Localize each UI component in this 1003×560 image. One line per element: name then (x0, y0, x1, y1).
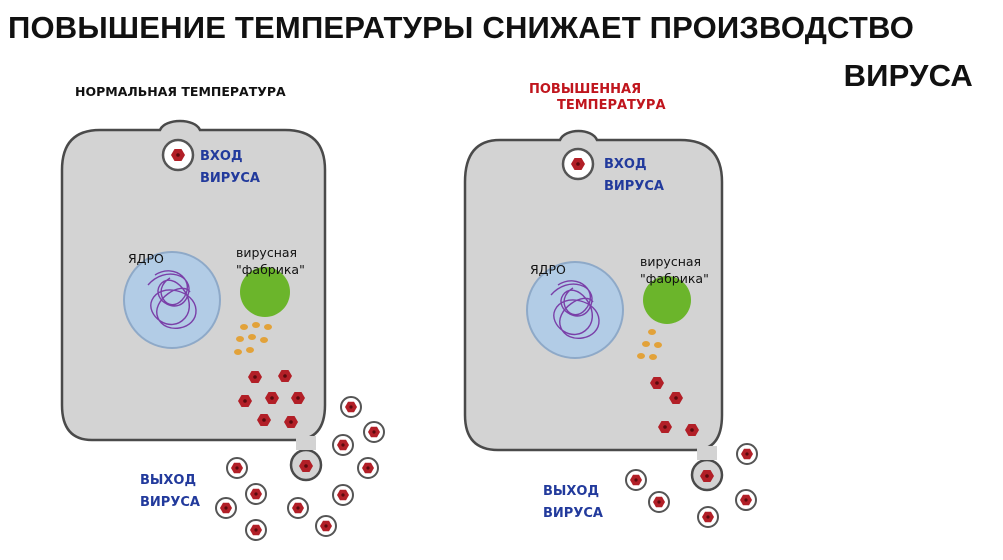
factory-line1-high: вирусная (640, 254, 702, 269)
virus-exit-line2: ВИРУСА (140, 495, 200, 510)
title-line-2: ВИРУСА (843, 58, 973, 93)
dna-tangle-high (550, 280, 600, 339)
nucleus-high (526, 261, 624, 359)
title-line-1: ПОВЫШЕНИЕ ТЕМПЕРАТУРЫ СНИЖАЕТ ПРОИЗВОДСТ… (8, 10, 915, 45)
factory-label-normal: вирусная "фабрика" (236, 244, 305, 278)
nucleus-normal (123, 251, 221, 349)
nucleus-label-high: ЯДРО (530, 262, 566, 277)
virus-entry-line2: ВИРУСА (200, 171, 260, 186)
virus-entry-vesicle-normal (161, 138, 195, 172)
viral-factory-high (643, 276, 691, 324)
cell-normal (60, 119, 385, 541)
condition-label-high: ПОВЫШЕННАЯ ТЕМПЕРАТУРА (529, 82, 666, 114)
factory-label-high: вирусная "фабрика" (640, 253, 709, 287)
viral-factory-normal (240, 267, 290, 317)
assembly-dots-high (637, 329, 662, 360)
virus-entry-label-high: ВХОД ВИРУСА (604, 154, 664, 198)
nucleus-label-normal: ЯДРО (128, 251, 164, 266)
dna-tangle-normal (147, 270, 197, 329)
virus-entry-line1-high: ВХОД (604, 157, 647, 172)
condition-high-line1: ПОВЫШЕННАЯ (529, 82, 642, 97)
assembly-dots-normal (234, 322, 272, 355)
virus-entry-line2-high: ВИРУСА (604, 179, 664, 194)
factory-line1: вирусная (236, 245, 298, 260)
virus-entry-line1: ВХОД (200, 149, 243, 164)
cell-high-temp (463, 129, 758, 528)
virus-exit-line2-high: ВИРУСА (543, 506, 603, 521)
factory-line2-high: "фабрика" (640, 271, 709, 286)
virus-entry-vesicle-high (561, 147, 595, 181)
factory-line2: "фабрика" (236, 262, 305, 277)
condition-high-line2: ТЕМПЕРАТУРА (557, 98, 666, 113)
virus-exit-label-high: ВЫХОД ВИРУСА (543, 481, 603, 525)
condition-label-normal: НОРМАЛЬНАЯ ТЕМПЕРАТУРА (75, 84, 286, 99)
virus-exit-line1: ВЫХОД (140, 473, 197, 488)
virus-entry-label-normal: ВХОД ВИРУСА (200, 146, 260, 190)
virus-exit-label-normal: ВЫХОД ВИРУСА (140, 470, 200, 514)
virus-exit-line1-high: ВЫХОД (543, 484, 600, 499)
released-virions-high (625, 443, 758, 528)
virus-exit-bud-normal (289, 436, 323, 482)
virus-exit-bud-high (690, 446, 724, 492)
